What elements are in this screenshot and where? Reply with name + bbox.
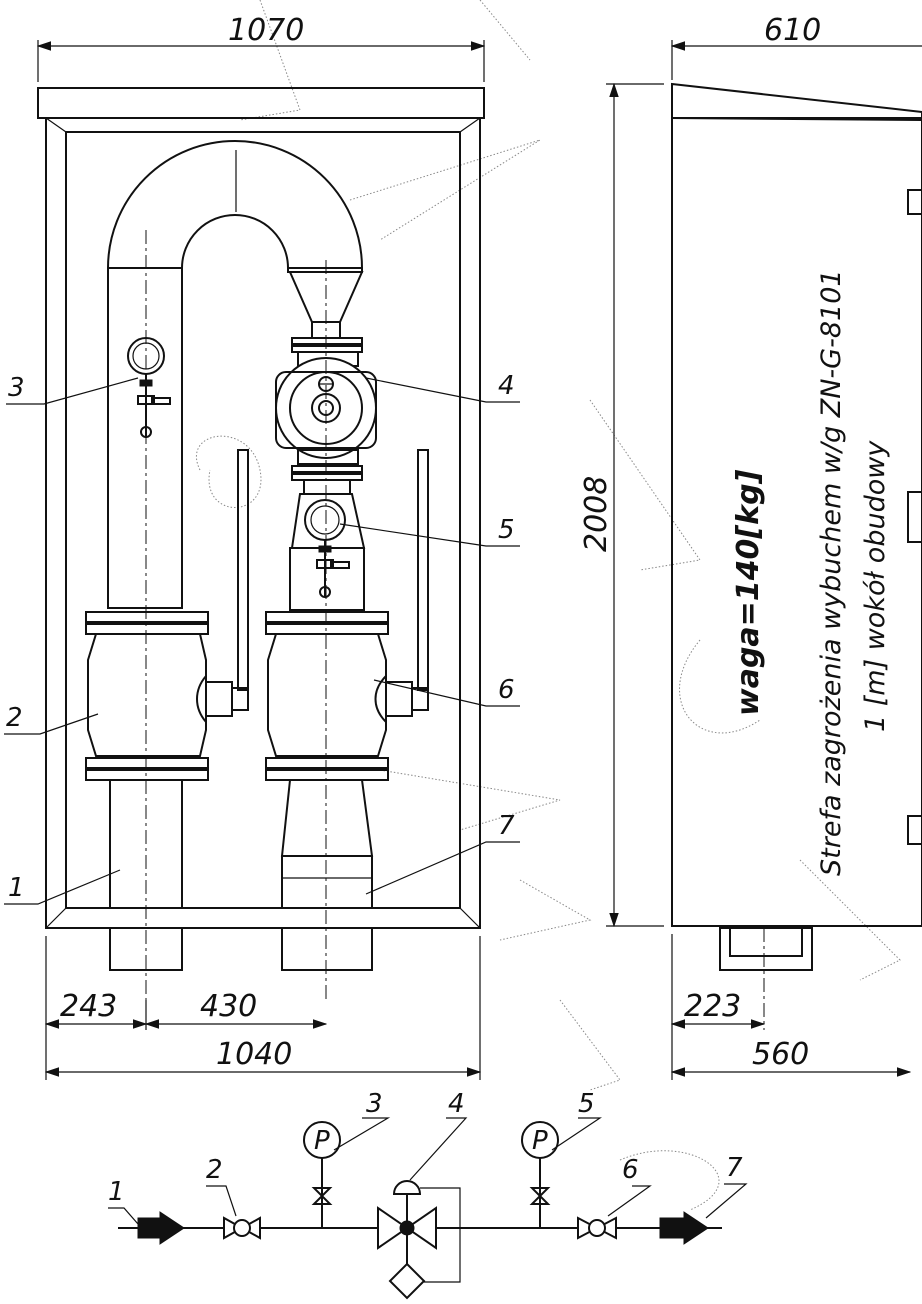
schematic-callout-3: 3 xyxy=(366,1089,383,1119)
schematic-callout-2: 2 xyxy=(206,1155,223,1185)
dim-axis-spacing: 430 xyxy=(200,989,257,1024)
schematic-callout-4: 4 xyxy=(448,1089,465,1119)
callout-6: 6 xyxy=(498,675,515,705)
dim-height: 2008 xyxy=(579,476,614,552)
callout-3: 3 xyxy=(8,373,25,403)
callout-2: 2 xyxy=(6,703,23,733)
dim-side-depth: 560 xyxy=(752,1037,809,1072)
callout-7: 7 xyxy=(498,811,515,841)
schematic-callout-5: 5 xyxy=(578,1089,595,1119)
schematic-callout-7: 7 xyxy=(726,1153,743,1183)
front-view xyxy=(37,87,485,1000)
zone-note-line1: Strefa zagrożenia wybuchem w/g ZN-G-8101 xyxy=(816,269,847,876)
callout-5: 5 xyxy=(498,515,515,545)
dim-left-offset: 243 xyxy=(60,989,117,1024)
gauge-symbol-3: P xyxy=(314,1126,330,1156)
dim-side-width: 610 xyxy=(764,13,821,48)
callout-4: 4 xyxy=(498,371,515,401)
weight-note: waga=140[kg] xyxy=(731,469,766,716)
dim-bottom-width: 1040 xyxy=(216,1037,292,1072)
gauge-symbol-5: P xyxy=(532,1126,548,1156)
callout-1: 1 xyxy=(8,873,25,903)
schematic-callout-6: 6 xyxy=(622,1155,639,1185)
background-scribbles xyxy=(196,0,901,1211)
flow-schematic xyxy=(108,1117,748,1300)
schematic-callout-1: 1 xyxy=(108,1177,125,1207)
dim-top-width: 1070 xyxy=(228,13,304,48)
zone-note-line2: 1 [m] wokół obudowy xyxy=(860,440,891,732)
side-view xyxy=(606,40,922,1080)
front-dimensions xyxy=(36,40,486,1080)
dim-side-offset: 223 xyxy=(684,989,741,1024)
front-callout-leaders xyxy=(4,377,520,905)
